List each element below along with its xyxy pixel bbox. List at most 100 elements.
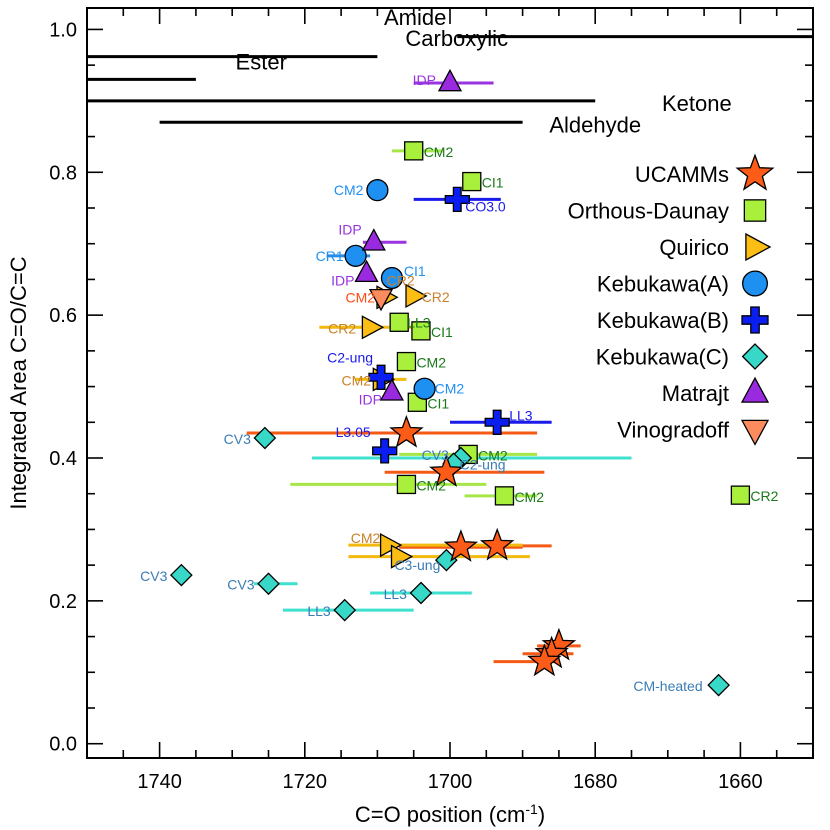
- point-label: CM2: [351, 530, 381, 546]
- point-label: CM2: [416, 477, 446, 493]
- data-point: [379, 533, 403, 558]
- error-bars: [246, 81, 632, 664]
- point-label: CV3: [422, 447, 449, 463]
- legend-label: Kebukawa(A): [597, 272, 729, 297]
- x-tick-label: 1680: [573, 771, 618, 793]
- point-label: CR2: [750, 488, 778, 504]
- data-point: [405, 283, 428, 308]
- y-tick-label: 1.0: [49, 19, 77, 41]
- data-point: [361, 315, 385, 340]
- data-point: [366, 179, 389, 202]
- legend-marker: [735, 153, 775, 191]
- y-axis-title: Integrated Area C=O/C=C: [6, 256, 31, 509]
- data-point: [257, 572, 280, 596]
- data-markers: [169, 68, 751, 697]
- reference-label: Carboxylic: [405, 26, 508, 51]
- legend-label: Kebukawa(B): [597, 308, 729, 333]
- point-label: CM2: [478, 447, 508, 463]
- point-label: CI1: [427, 395, 449, 411]
- data-point: [730, 485, 751, 505]
- point-label: C2-ung: [327, 349, 373, 365]
- y-tick-label: 0.6: [49, 305, 77, 327]
- point-label: CV3: [224, 431, 251, 447]
- point-label: C3-ung: [394, 557, 440, 573]
- data-point: [368, 288, 394, 312]
- data-point: [372, 438, 398, 464]
- data-point: [368, 364, 394, 390]
- legend-label: Kebukawa(C): [596, 345, 729, 370]
- point-label: CO3.0: [465, 198, 506, 214]
- point-label: CV3: [227, 577, 254, 593]
- data-point: [444, 186, 470, 213]
- data-point: [443, 529, 479, 562]
- legend-label: Matrajt: [662, 381, 729, 406]
- point-label: CR2: [328, 320, 356, 336]
- point-label: CM2: [334, 182, 364, 198]
- reference-label: Ketone: [662, 91, 732, 116]
- y-tick-label: 0.8: [49, 162, 77, 184]
- data-point: [437, 68, 463, 92]
- point-label: LL3: [384, 586, 408, 602]
- legend-marker: [741, 306, 769, 334]
- point-label: CM2: [416, 355, 446, 371]
- legend-label: Quirico: [659, 235, 729, 260]
- point-label: CM-heated: [633, 678, 702, 694]
- point-label: CM2: [424, 144, 454, 160]
- point-label: CI1: [482, 175, 504, 191]
- legend-marker: [745, 232, 772, 262]
- data-point: [484, 409, 510, 435]
- y-tick-label: 0.2: [49, 591, 77, 613]
- x-tick-label: 1660: [718, 771, 763, 793]
- data-point: [253, 426, 277, 450]
- x-tick-label: 1700: [428, 771, 473, 793]
- point-label: LL3: [307, 603, 331, 619]
- data-point: [389, 312, 409, 332]
- point-label: C2-ung: [460, 457, 506, 473]
- data-point: [494, 486, 515, 506]
- legend-marker: [741, 343, 769, 370]
- data-point: [169, 563, 193, 587]
- point-label: CM2: [345, 289, 375, 305]
- data-point: [344, 244, 367, 267]
- point-label: CM2: [435, 381, 465, 397]
- point-label: CM2: [514, 489, 544, 505]
- x-tick-label: 1720: [283, 771, 328, 793]
- reference-label: Amide: [384, 5, 446, 30]
- x-axis-title: C=O position (cm-1): [355, 801, 545, 827]
- y-tick-label: 0.4: [49, 448, 77, 470]
- legend-label: UCAMMs: [635, 162, 729, 187]
- data-point: [389, 414, 424, 448]
- y-tick-label: 0.0: [49, 734, 77, 756]
- point-label: CM2: [341, 372, 371, 388]
- data-point: [396, 474, 417, 495]
- point-label: CI1: [431, 324, 453, 340]
- point-label: CR2: [387, 272, 415, 288]
- point-label: CR1: [316, 248, 344, 264]
- reference-label: Aldehyde: [549, 112, 641, 137]
- point-label: IDP: [413, 72, 436, 88]
- legend-label: Orthous-Daunay: [568, 199, 729, 224]
- point-label: IDP: [338, 221, 361, 237]
- point-label: CI1: [404, 263, 426, 279]
- point-label: L3.05: [336, 424, 371, 440]
- axes: 1740 1720 1700 1680 1660 0.0 0.2 0.4 0.6 0.8 1.0C=…: [6, 7, 814, 827]
- point-label: IDP: [331, 273, 354, 289]
- legend-marker: [743, 199, 767, 222]
- data-point: [390, 544, 414, 569]
- data-point: [379, 378, 404, 401]
- x-tick-label: 1740: [137, 771, 182, 793]
- point-label: LL3: [509, 407, 533, 423]
- data-point: [707, 673, 731, 697]
- data-point: [429, 454, 464, 487]
- data-point: [413, 377, 436, 400]
- data-point: [396, 351, 417, 372]
- point-label: CR2: [422, 289, 450, 305]
- data-point: [404, 141, 424, 161]
- data-point: [354, 259, 379, 283]
- point-label: IDP: [359, 391, 382, 407]
- data-point: [462, 171, 482, 192]
